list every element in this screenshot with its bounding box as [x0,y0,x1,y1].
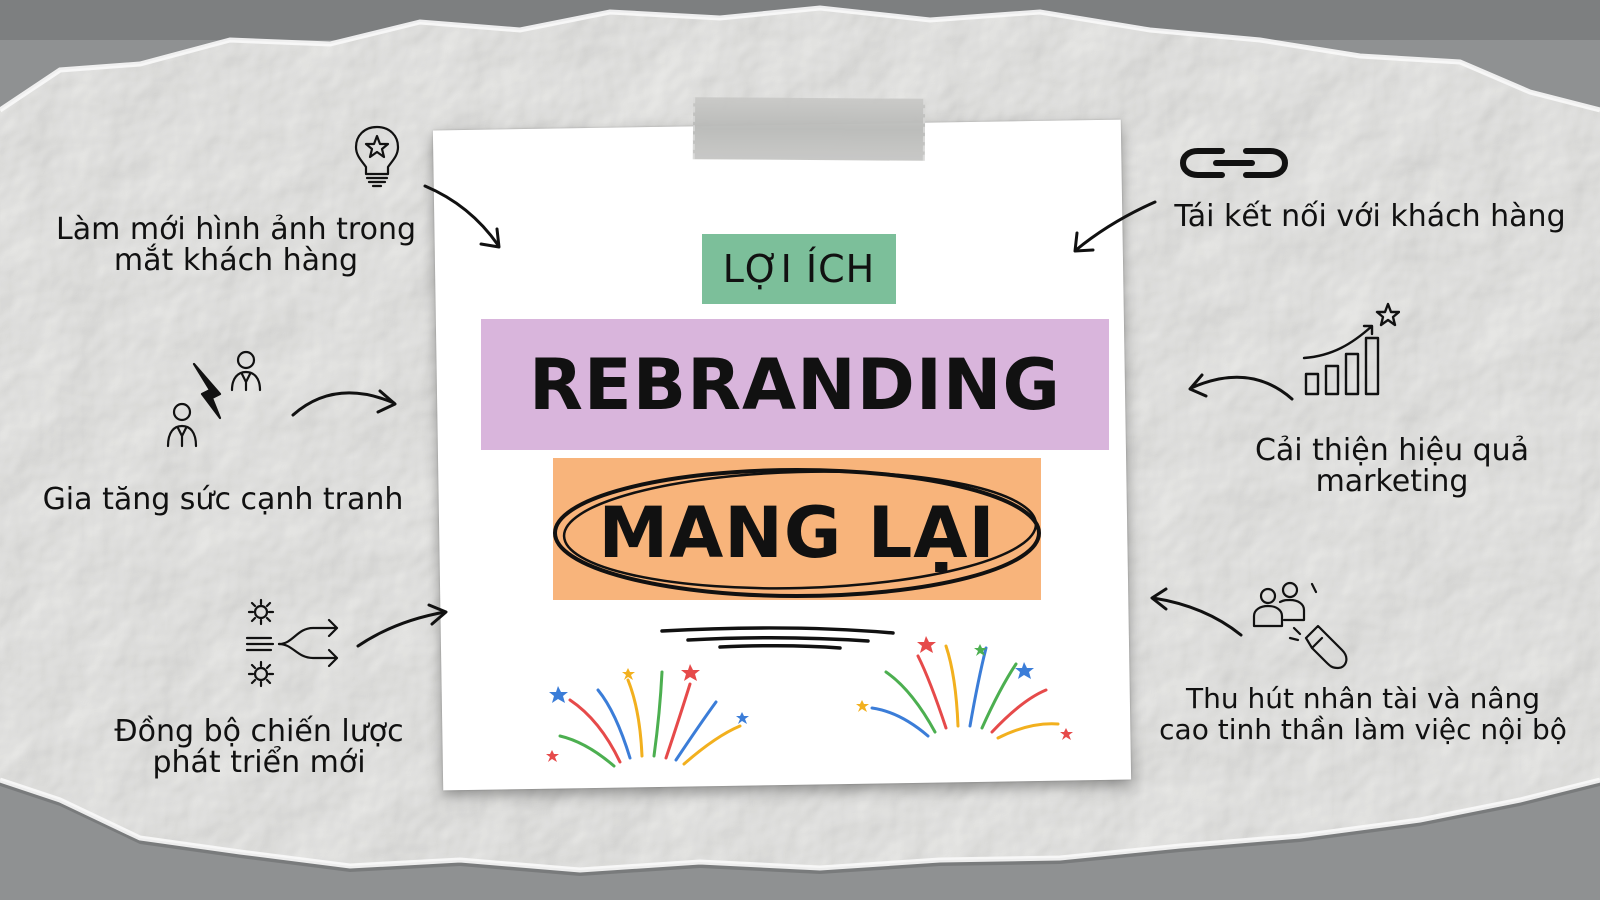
sticky-note [432,119,1132,791]
benefit-marketing-line2: marketing [1315,464,1469,499]
benefit-talent-line2: cao tinh thần làm việc nội bộ [1159,713,1567,746]
benefit-sync-strategy-line2: phát triển mới [152,745,366,780]
tag-loi-ich: LỢI ÍCH [702,234,896,304]
benefit-competitive-line1: Gia tăng sức cạnh tranh [42,482,404,517]
benefit-refresh-image: Làm mới hình ảnh trong mắt khách hàng [36,214,436,276]
benefit-sync-strategy-line1: Đồng bộ chiến lược [114,714,404,749]
growth-chart-star-icon [1302,302,1400,396]
benefit-refresh-image-line1: Làm mới hình ảnh trong [55,212,416,247]
link-chain-icon [1179,148,1289,178]
benefit-reconnect: Tái kết nối với khách hàng [1160,201,1580,232]
benefit-talent: Thu hút nhân tài và nâng cao tinh thần l… [1132,683,1594,745]
benefit-refresh-image-line2: mắt khách hàng [113,243,359,278]
title-rebranding: REBRANDING [481,319,1109,450]
benefit-marketing: Cải thiện hiệu quả marketing [1224,435,1560,497]
competition-people-icon [166,350,262,448]
benefit-competitive: Gia tăng sức cạnh tranh [18,484,428,515]
subtitle-mang-lai: MANG LẠI [553,458,1041,600]
benefit-talent-line1: Thu hút nhân tài và nâng [1185,682,1541,715]
benefit-marketing-line1: Cải thiện hiệu quả [1254,433,1530,468]
torn-edge-top [0,5,1600,113]
tape-strip [692,97,926,161]
lightbulb-star-icon [354,125,400,188]
benefit-reconnect-line1: Tái kết nối với khách hàng [1174,199,1566,234]
benefit-sync-strategy: Đồng bộ chiến lược phát triển mới [84,716,434,778]
torn-edge-bottom [0,777,1600,873]
people-magnet-icon [1252,581,1348,670]
gears-arrows-icon [245,598,339,688]
